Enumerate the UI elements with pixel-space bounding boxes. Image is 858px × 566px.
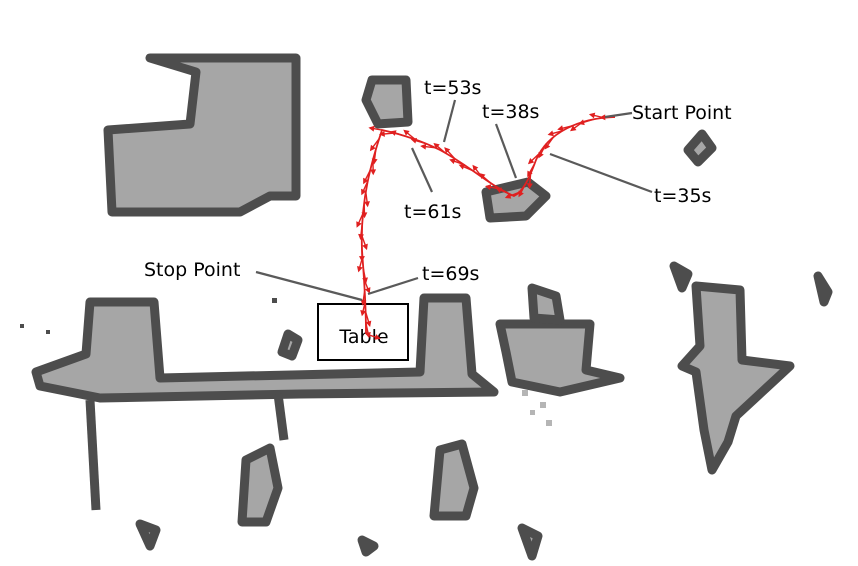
obstacle-fragment-f bbox=[277, 329, 303, 361]
pose-arrow-head bbox=[368, 125, 375, 132]
pose-arrow-head bbox=[361, 188, 367, 196]
obstacle-fragment-b bbox=[357, 535, 379, 557]
pose-arrow-head bbox=[364, 287, 371, 294]
obstacle-lower-blob-mid bbox=[429, 439, 479, 521]
t35-label: t=35s bbox=[654, 185, 711, 207]
obstacle-wall-stem bbox=[85, 399, 101, 511]
pose-arrow-head bbox=[369, 144, 376, 152]
pose-arrow-head bbox=[527, 158, 535, 165]
pose-arrow-head bbox=[363, 177, 369, 185]
stop-point-label: Stop Point bbox=[144, 259, 240, 281]
pose-arrow-head bbox=[526, 183, 533, 190]
pose-arrow-head bbox=[360, 299, 367, 306]
pose-arrow-head bbox=[360, 309, 367, 317]
pose-arrow-head bbox=[458, 164, 466, 170]
pose-arrow-head bbox=[449, 158, 456, 165]
sensor-noise bbox=[20, 298, 552, 426]
obstacle-fragment-d bbox=[813, 271, 833, 307]
obstacle-lower-blob-left bbox=[237, 443, 283, 527]
obstacle-right-fragment bbox=[683, 129, 717, 167]
pose-arrow-head bbox=[433, 142, 440, 149]
pose-arrow-head bbox=[420, 143, 427, 150]
start-point-label: Start Point bbox=[632, 102, 732, 124]
pose-arrow-head bbox=[364, 201, 370, 208]
obstacle-fragment-c bbox=[517, 523, 543, 561]
pose-arrow-head bbox=[472, 164, 479, 172]
robot-trajectory bbox=[360, 116, 616, 335]
trajectory-path bbox=[360, 116, 616, 335]
obstacle-right-block bbox=[495, 319, 625, 397]
pose-arrow-head bbox=[374, 334, 381, 340]
pose-arrow-head bbox=[588, 112, 596, 119]
t69-label: t=69s bbox=[422, 263, 479, 285]
pose-arrow-head bbox=[365, 320, 372, 327]
t53-label: t=53s bbox=[424, 77, 481, 99]
obstacle-upper-left-room bbox=[103, 53, 301, 217]
t38-label: t=38s bbox=[482, 101, 539, 123]
pose-arrow-head bbox=[357, 265, 363, 273]
obstacle-far-right-arrow bbox=[677, 281, 795, 475]
pose-arrow-head bbox=[518, 190, 524, 198]
obstacle-wall-stem-2 bbox=[273, 393, 289, 441]
pose-arrow-head bbox=[557, 125, 564, 132]
pose-arrow-head bbox=[544, 143, 551, 150]
pose-arrow-head bbox=[570, 125, 577, 132]
pose-arrow-head bbox=[538, 151, 544, 159]
t61-label: t=61s bbox=[404, 201, 461, 223]
obstacle-small-block bbox=[361, 75, 413, 129]
pose-arrow-head bbox=[403, 129, 410, 136]
pose-arrow-head bbox=[444, 147, 451, 154]
leader-lines bbox=[255, 99, 653, 302]
obstacle-layer bbox=[31, 53, 833, 561]
pose-arrow-head bbox=[484, 184, 492, 191]
table-label: Table bbox=[338, 326, 388, 348]
obstacle-long-wall bbox=[31, 293, 499, 403]
pose-arrow-head bbox=[504, 193, 512, 199]
pose-arrow-head bbox=[362, 243, 368, 251]
pose-arrow-head bbox=[370, 169, 377, 176]
pose-arrow-head bbox=[356, 221, 362, 228]
pose-arrows bbox=[356, 112, 616, 340]
obstacle-fragment-e bbox=[669, 261, 693, 293]
pose-arrow-head bbox=[527, 170, 533, 178]
pose-arrow-head bbox=[378, 130, 385, 137]
pose-arrow-head bbox=[547, 130, 554, 137]
obstacle-right-notch bbox=[527, 283, 565, 325]
obstacle-fragment-a bbox=[135, 519, 161, 551]
